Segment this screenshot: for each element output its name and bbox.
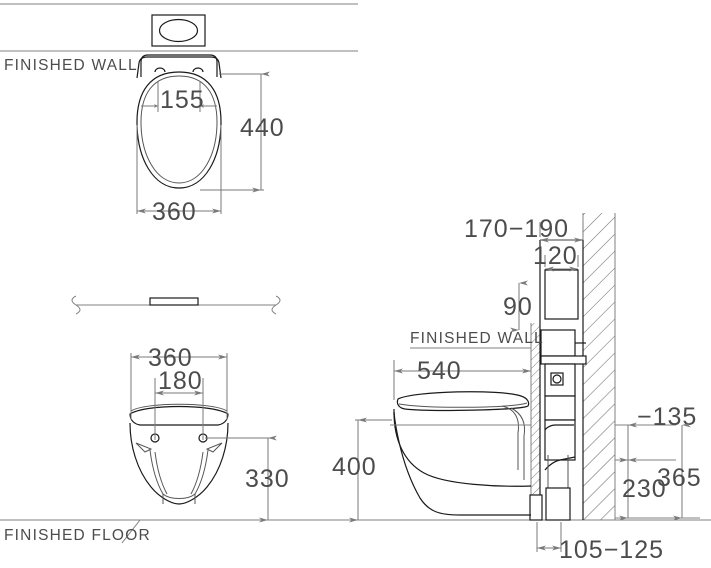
side-pan-back-rib-2 — [510, 407, 526, 480]
cistern-box — [544, 269, 579, 320]
dim-330: 330 — [245, 465, 290, 493]
dim-230: 230 — [622, 475, 667, 503]
plan-seat-outline — [136, 71, 222, 189]
side-pan-back-rib — [501, 405, 519, 470]
dim-360-plan: 360 — [152, 198, 197, 226]
dim-180: 180 — [158, 367, 203, 395]
front-pan-bottom-curve — [162, 493, 196, 499]
masonry-wall-hatch — [583, 213, 615, 520]
frame-foot — [529, 494, 543, 521]
label-finished-wall-side: FINISHED WALL — [410, 330, 544, 347]
front-pan-notch-right — [205, 442, 223, 453]
label-finished-wall-top: FINISHED WALL — [4, 57, 138, 74]
side-seat-lid-line — [398, 402, 528, 408]
side-pan-lower-outline — [393, 411, 531, 516]
front-pan-outline — [129, 422, 229, 505]
dim-170-190: 170−190 — [464, 215, 569, 243]
dim-360-front: 360 — [148, 344, 193, 372]
front-pan-rib-right-2 — [190, 451, 204, 495]
side-section-view: 170−190 120 90 FINISHED WALL 540 400 — [332, 213, 702, 564]
plan-seat-inner-outline — [140, 75, 218, 184]
floor-outlet-stub — [545, 487, 571, 521]
dim-365: 365 — [657, 464, 702, 492]
dim-105-125: 105−125 — [559, 536, 664, 564]
flush-button-oval — [158, 18, 199, 43]
dim-90: 90 — [503, 293, 533, 321]
dim-540: 540 — [417, 357, 462, 385]
front-pan-rib-right — [194, 449, 209, 504]
plan-pan-back-plate — [140, 54, 218, 77]
waste-bend-top — [544, 424, 574, 431]
dim-440: 440 — [240, 114, 285, 142]
front-seat-band — [129, 405, 229, 426]
bolt-head-circle — [552, 374, 562, 384]
dim-120: 120 — [533, 242, 578, 270]
front-break-symbol-right — [271, 295, 281, 315]
access-plate-outline — [540, 355, 587, 365]
front-seat-top-edge — [130, 403, 228, 412]
dim-155: 155 — [160, 86, 205, 114]
front-pan-notch-left — [135, 442, 153, 453]
finished-floor-leader — [121, 519, 141, 544]
dim-135: −135 — [637, 403, 697, 431]
side-pan-upper-curve — [393, 411, 532, 487]
side-seat-lid — [396, 391, 530, 412]
front-break-symbol-left — [71, 295, 81, 315]
plan-hinge-right — [192, 67, 204, 73]
waste-bend-bottom — [544, 456, 576, 471]
plan-hinge-left — [154, 67, 166, 73]
front-pan-rib-left — [149, 449, 164, 504]
finished-wall-layer — [531, 323, 540, 520]
body-segment-1 — [544, 395, 576, 421]
front-elevation-view: 360 180 330 — [71, 295, 290, 523]
plan-view: 155 440 360 FINISHED WALL — [0, 3, 358, 226]
front-pan-rib-left-2 — [154, 451, 168, 495]
flush-valve-housing — [540, 329, 576, 357]
label-finished-floor: FINISHED FLOOR — [4, 527, 151, 544]
front-flush-plate — [149, 297, 199, 306]
dim-400: 400 — [332, 453, 377, 481]
plan-pan-back-plate-inner — [136, 56, 222, 79]
